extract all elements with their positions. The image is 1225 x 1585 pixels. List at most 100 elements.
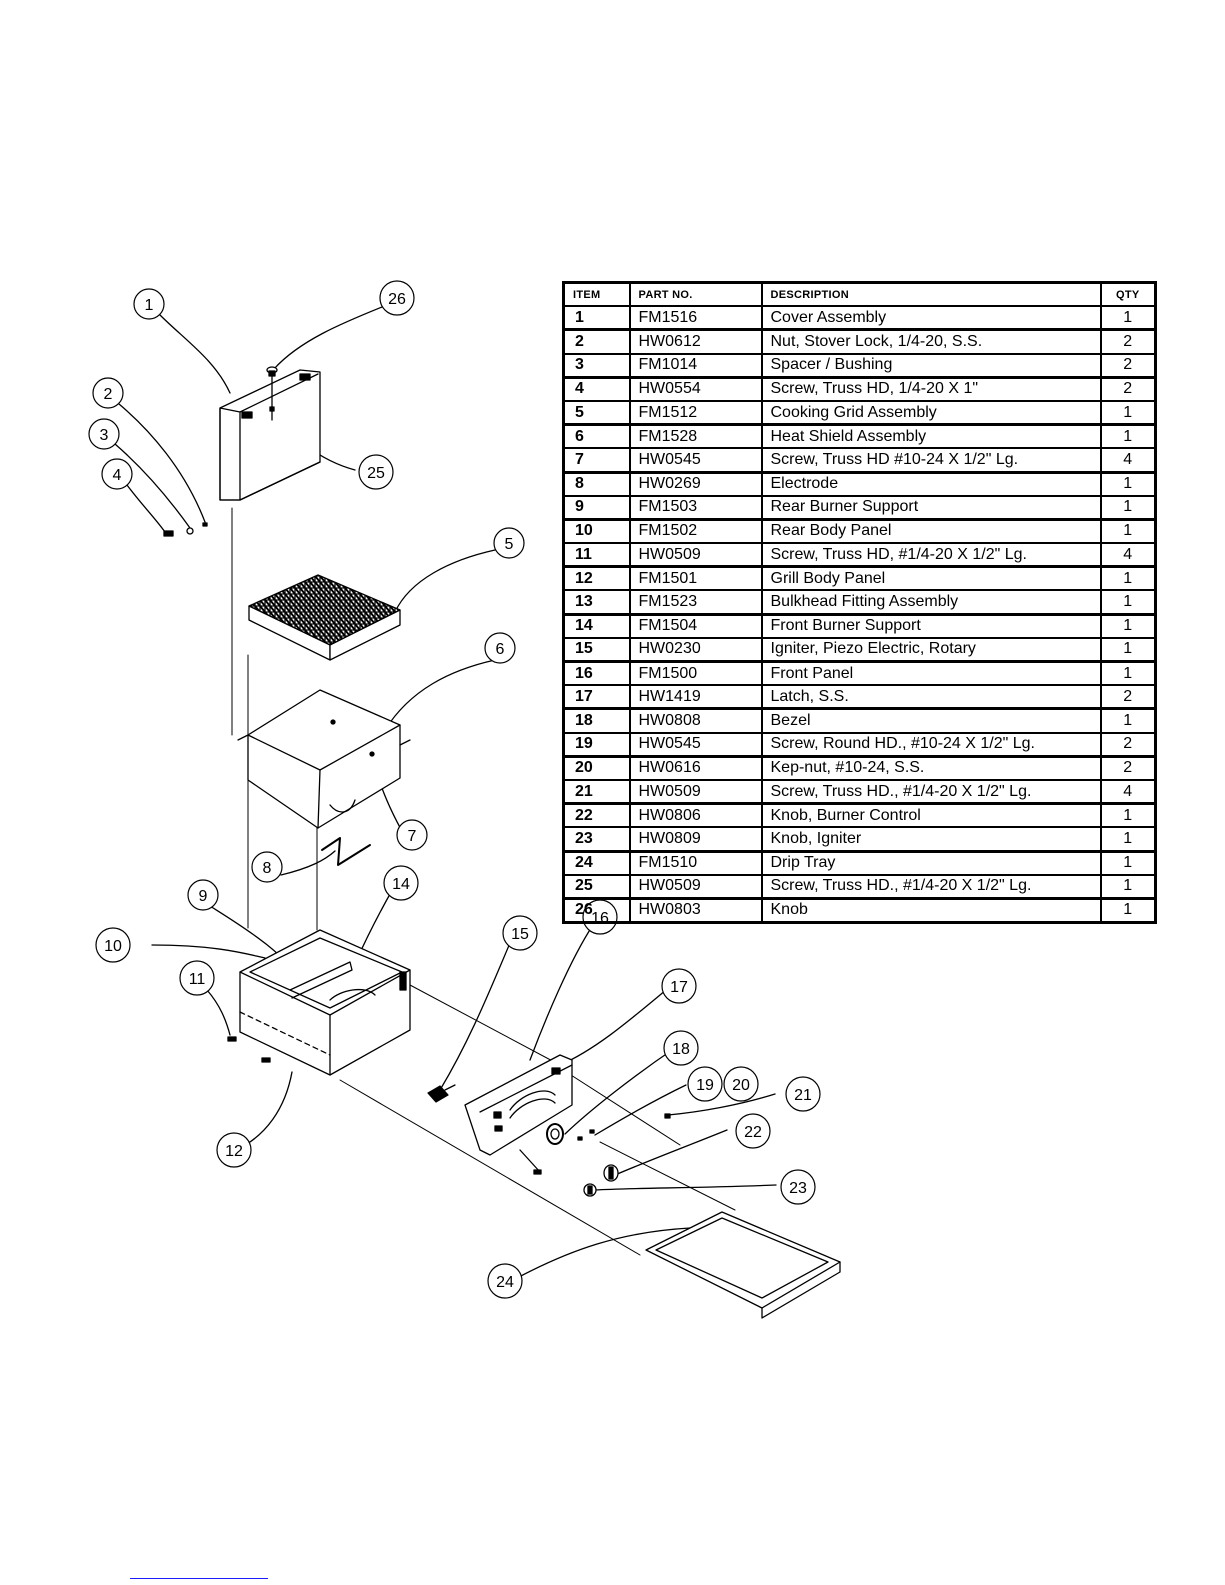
svg-text:25: 25: [367, 465, 385, 482]
svg-text:9: 9: [199, 888, 208, 905]
cell-item: 12: [562, 565, 631, 592]
cell-description: Knob, Igniter: [760, 826, 1102, 853]
header-description: DESCRIPTION: [760, 281, 1102, 308]
cell-description: Bulkhead Fitting Assembly: [760, 589, 1102, 616]
cell-qty: 1: [1099, 802, 1157, 829]
cell-description: Knob, Burner Control: [760, 802, 1102, 829]
cell-description: Drip Tray: [760, 850, 1102, 876]
cell-description: Screw, Truss HD, #1/4-20 X 1/2" Lg.: [760, 542, 1102, 569]
cell-item: 1: [562, 305, 631, 332]
cell-qty: 1: [1099, 826, 1157, 853]
cell-qty: 1: [1099, 613, 1157, 639]
cell-item: 11: [562, 542, 631, 569]
cell-part-no: HW0509: [628, 542, 763, 569]
header-part-no: PART NO.: [628, 281, 763, 308]
footer-link-underline[interactable]: [130, 1578, 268, 1579]
cell-qty: 1: [1099, 423, 1157, 450]
callout-9: 9: [187, 879, 219, 911]
cover-screw: [269, 406, 275, 412]
igniter-knob: [583, 1183, 597, 1197]
svg-text:4: 4: [113, 467, 122, 484]
small-hardware: [163, 522, 208, 537]
table-header-row: ITEM PART NO. DESCRIPTION QTY: [562, 281, 1157, 308]
cell-item: 23: [562, 826, 631, 853]
callout-10: 10: [95, 927, 131, 963]
bezel-hardware: [577, 1129, 595, 1141]
svg-text:10: 10: [104, 938, 122, 955]
cover-assembly: [219, 367, 321, 501]
cell-qty: 1: [1099, 589, 1157, 616]
callout-20: 20: [723, 1066, 759, 1102]
svg-text:8: 8: [263, 860, 272, 877]
svg-text:17: 17: [670, 979, 688, 996]
callout-2: 2: [92, 377, 124, 409]
svg-text:24: 24: [496, 1274, 514, 1291]
cell-qty: 1: [1099, 873, 1157, 900]
cell-item: 20: [562, 755, 631, 781]
header-item: ITEM: [562, 281, 631, 308]
cell-qty: 4: [1099, 778, 1157, 806]
cell-description: Screw, Round HD., #10-24 X 1/2" Lg.: [760, 731, 1102, 758]
cell-part-no: FM1500: [628, 660, 763, 687]
cell-item: 10: [562, 518, 631, 545]
cell-part-no: HW0269: [628, 471, 763, 497]
cell-item: 26: [562, 897, 631, 924]
cell-item: 14: [562, 613, 631, 639]
cell-qty: 1: [1099, 471, 1157, 497]
callout-25: 25: [358, 454, 394, 490]
cell-qty: 4: [1099, 447, 1157, 474]
cell-description: Cover Assembly: [760, 305, 1102, 332]
cell-item: 24: [562, 850, 631, 876]
callout-15: 15: [502, 915, 538, 951]
cell-qty: 1: [1099, 897, 1157, 924]
cell-qty: 1: [1099, 518, 1157, 545]
callout-3: 3: [88, 418, 120, 450]
cell-qty: 2: [1099, 328, 1157, 355]
panel-screw: [664, 1113, 671, 1119]
cell-part-no: HW0612: [628, 328, 763, 355]
callout-23: 23: [780, 1169, 816, 1205]
cell-qty: 1: [1099, 565, 1157, 592]
cell-part-no: FM1512: [628, 399, 763, 427]
callout-8: 8: [251, 851, 283, 883]
callout-24: 24: [487, 1263, 523, 1299]
cell-qty: 4: [1099, 542, 1157, 569]
cell-item: 6: [562, 423, 631, 450]
cell-qty: 2: [1099, 352, 1157, 379]
cell-qty: 1: [1099, 399, 1157, 427]
cell-part-no: FM1523: [628, 589, 763, 616]
svg-text:19: 19: [696, 1077, 714, 1094]
cell-description: Kep-nut, #10-24, S.S.: [760, 755, 1102, 781]
svg-text:12: 12: [225, 1143, 243, 1160]
cell-qty: 2: [1099, 755, 1157, 781]
cell-item: 13: [562, 589, 631, 616]
cell-part-no: FM1516: [628, 305, 763, 332]
cell-description: Latch, S.S.: [760, 684, 1102, 711]
cell-part-no: HW0803: [628, 897, 763, 924]
svg-text:22: 22: [744, 1124, 762, 1141]
callout-21: 21: [785, 1076, 821, 1112]
grill-body: [227, 929, 411, 1076]
callout-14: 14: [383, 865, 419, 901]
callout-5: 5: [493, 527, 525, 559]
callout-17: 17: [661, 968, 697, 1004]
knob: [266, 366, 278, 377]
cell-description: Heat Shield Assembly: [760, 423, 1102, 450]
cell-part-no: HW0545: [628, 447, 763, 474]
